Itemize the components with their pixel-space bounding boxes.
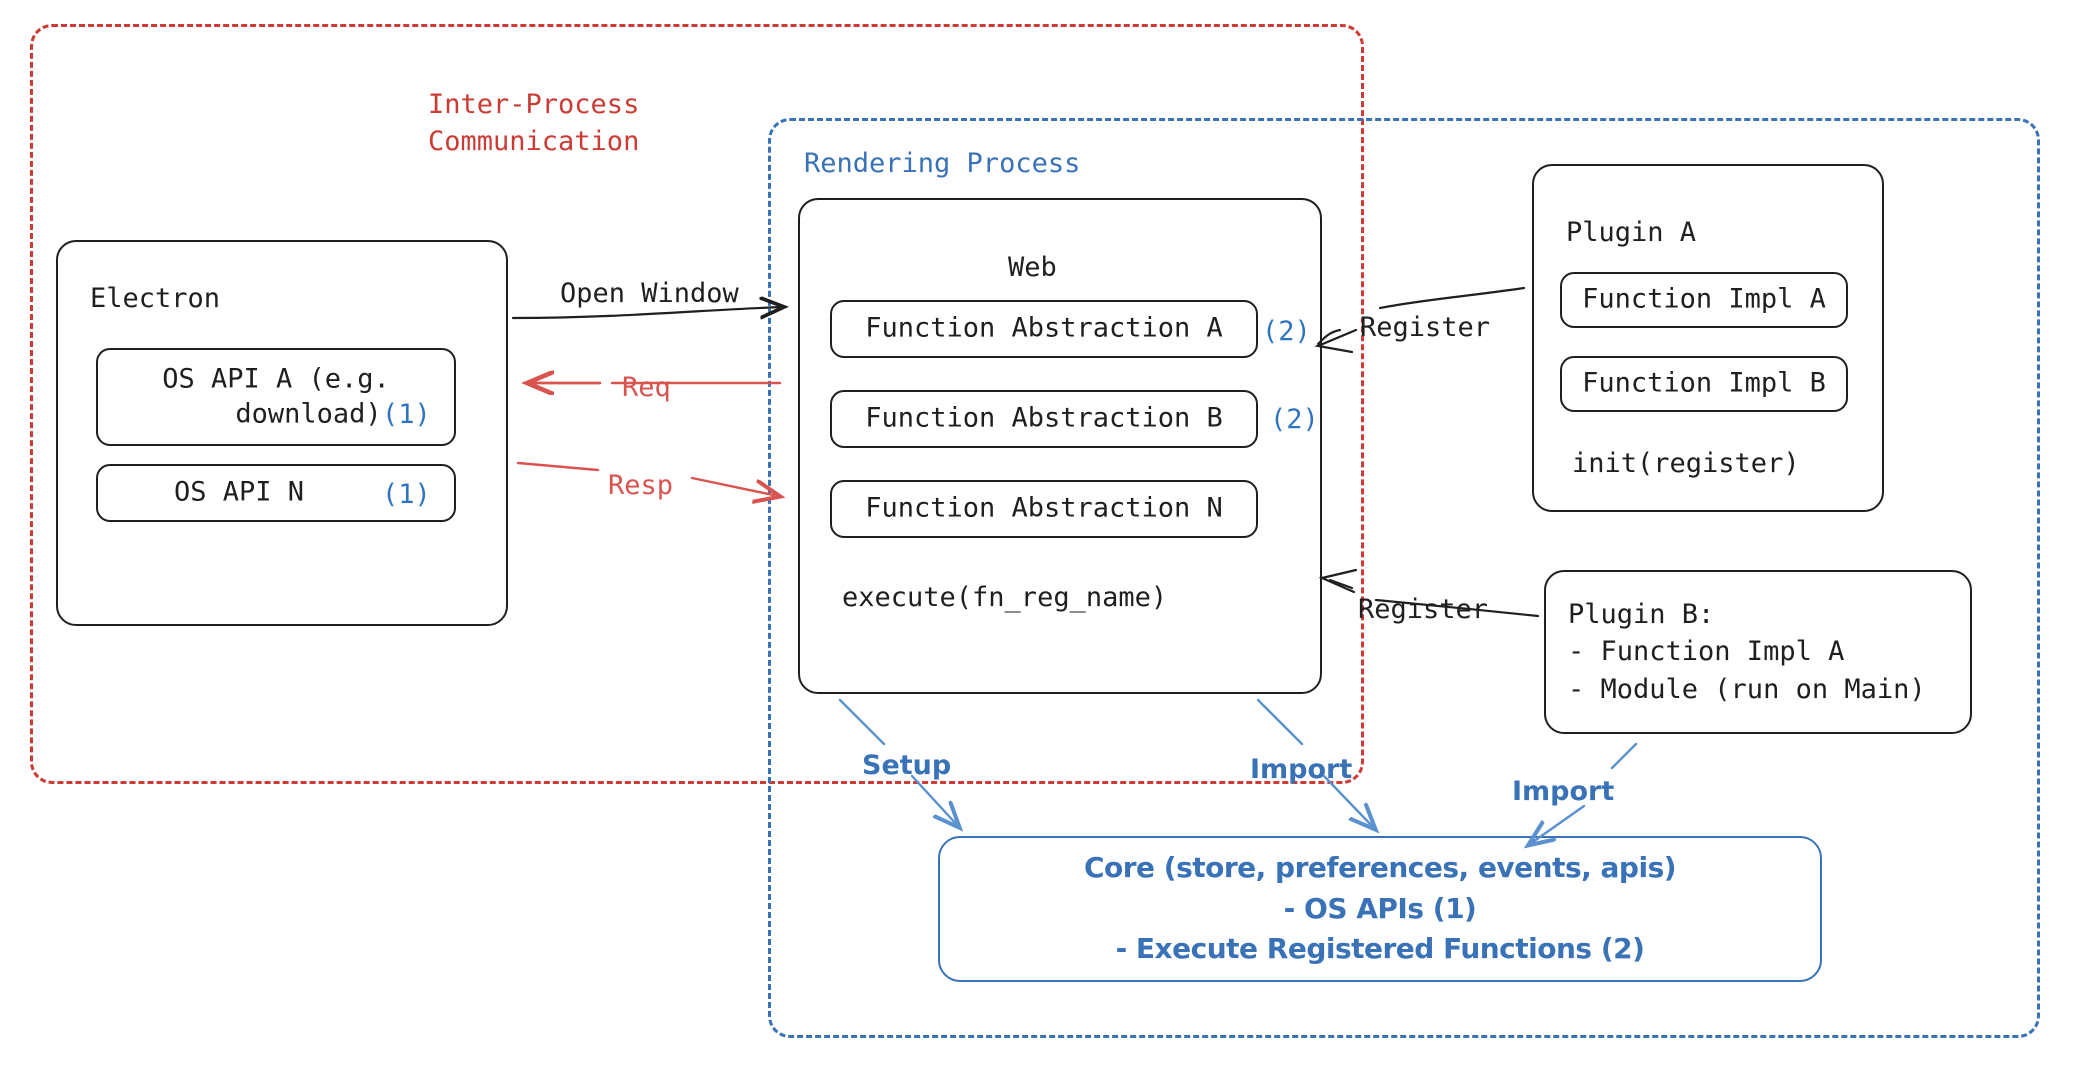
function-abstraction-b-marker: (2) — [1270, 404, 1319, 435]
web-title: Web — [1008, 252, 1057, 283]
edge-label-import-web: Import — [1250, 754, 1353, 785]
function-abstraction-a-label: Function Abstraction A — [865, 312, 1223, 344]
edge-label-resp: Resp — [608, 470, 674, 501]
function-abstraction-a-box[interactable]: Function Abstraction A — [830, 300, 1258, 358]
plugin-b-box: Plugin B: - Function Impl A - Module (ru… — [1544, 570, 1972, 734]
plugin-a-function-impl-b-box[interactable]: Function Impl B — [1560, 356, 1848, 412]
edge-label-import-plugin-b: Import — [1512, 776, 1615, 807]
plugin-b-lines: Plugin B: - Function Impl A - Module (ru… — [1568, 599, 1926, 705]
os-api-a-box[interactable]: OS API A (e.g. download) — [96, 348, 456, 446]
electron-title: Electron — [90, 283, 221, 314]
plugin-a-title: Plugin A — [1566, 217, 1697, 248]
os-api-a-label: OS API A (e.g. download) — [162, 363, 390, 429]
edge-label-setup: Setup — [862, 750, 952, 781]
web-execute-footer: execute(fn_reg_name) — [842, 582, 1168, 613]
edge-label-req: Req — [622, 372, 671, 403]
os-api-n-label: OS API N — [173, 476, 305, 508]
plugin-a-function-impl-a-box[interactable]: Function Impl A — [1560, 272, 1848, 328]
edge-label-open-window: Open Window — [560, 278, 739, 309]
edge-label-register-plugin-a: Register — [1360, 312, 1491, 343]
function-abstraction-n-box[interactable]: Function Abstraction N — [830, 480, 1258, 538]
region-rendering-process — [768, 118, 2040, 1038]
plugin-a-init-footer: init(register) — [1572, 448, 1800, 479]
core-lines: Core (store, preferences, events, apis) … — [1083, 851, 1677, 966]
plugin-a-function-impl-a-label: Function Impl A — [1582, 283, 1826, 315]
region-label-ipc: Inter-Process Communication — [428, 89, 640, 158]
plugin-a-box — [1532, 164, 1884, 512]
region-inter-process-communication — [30, 24, 1364, 784]
function-abstraction-n-label: Function Abstraction N — [865, 492, 1223, 524]
os-api-a-marker: (1) — [382, 399, 431, 430]
os-api-n-marker: (1) — [382, 479, 431, 510]
os-api-n-box[interactable]: OS API N — [96, 464, 456, 522]
core-box: Core (store, preferences, events, apis) … — [938, 836, 1822, 982]
function-abstraction-b-label: Function Abstraction B — [865, 402, 1223, 434]
function-abstraction-b-box[interactable]: Function Abstraction B — [830, 390, 1258, 448]
function-abstraction-a-marker: (2) — [1262, 316, 1311, 347]
edge-label-register-plugin-b: Register — [1358, 594, 1489, 625]
region-label-rendering-process: Rendering Process — [804, 148, 1081, 179]
plugin-a-function-impl-b-label: Function Impl B — [1582, 367, 1826, 399]
